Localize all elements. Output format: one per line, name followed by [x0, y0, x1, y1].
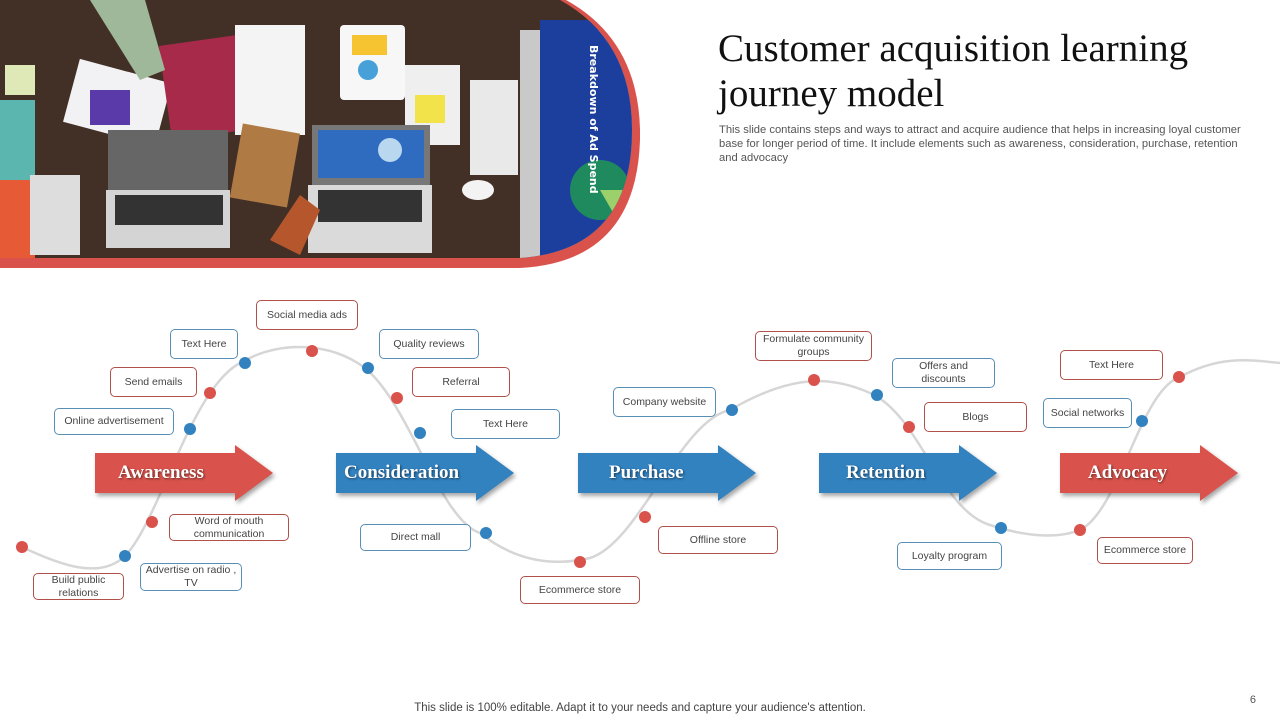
curve-dot-red: [574, 556, 586, 568]
monitor-text: Breakdown of Ad Spend: [587, 45, 600, 194]
stage-retention[interactable]: Retention: [819, 445, 999, 501]
label-company-website[interactable]: Company website: [613, 387, 716, 417]
curve-dot-red: [1173, 371, 1185, 383]
label-text-here-1[interactable]: Text Here: [170, 329, 238, 359]
stage-label: Advocacy: [1088, 462, 1168, 483]
label-loyalty-program[interactable]: Loyalty program: [897, 542, 1002, 570]
curve-dot-blue: [184, 423, 196, 435]
label-ecommerce-store-1[interactable]: Ecommerce store: [520, 576, 640, 604]
label-offers-and-discounts[interactable]: Offers and discounts: [892, 358, 995, 388]
curve-dot-blue: [480, 527, 492, 539]
curve-dot-blue: [726, 404, 738, 416]
label-build-public-relations[interactable]: Build public relations: [33, 573, 124, 600]
curve-dot-red: [204, 387, 216, 399]
journey-diagram: Awareness Consideration Purchase Retenti…: [0, 280, 1280, 620]
label-text-here-2[interactable]: Text Here: [451, 409, 560, 439]
stage-label: Retention: [846, 462, 926, 483]
curve-dot-blue: [362, 362, 374, 374]
stage-label: Purchase: [609, 462, 684, 483]
label-online-advertisement[interactable]: Online advertisement: [54, 408, 174, 435]
label-quality-reviews[interactable]: Quality reviews: [379, 329, 479, 359]
curve-dot-red: [639, 511, 651, 523]
curve-dot-blue: [414, 427, 426, 439]
page-subtitle: This slide contains steps and ways to at…: [719, 124, 1241, 164]
curve-dot-blue: [119, 550, 131, 562]
curve-dot-red: [808, 374, 820, 386]
curve-dot-red: [903, 421, 915, 433]
stage-advocacy[interactable]: Advocacy: [1060, 445, 1240, 501]
label-word-of-mouth[interactable]: Word of mouth communication: [169, 514, 289, 541]
label-ecommerce-store-2[interactable]: Ecommerce store: [1097, 537, 1193, 564]
label-formulate-community-groups[interactable]: Formulate community groups: [755, 331, 872, 361]
curve-dot-blue: [1136, 415, 1148, 427]
curve-line: [21, 345, 1280, 570]
label-blogs[interactable]: Blogs: [924, 402, 1027, 432]
curve-dot-red: [16, 541, 28, 553]
team-desk-photo: Breakdown of Ad Spend: [0, 0, 641, 268]
label-direct-mall[interactable]: Direct mall: [360, 524, 471, 551]
header-photo: Breakdown of Ad Spend: [0, 0, 641, 270]
label-advertise-radio-tv[interactable]: Advertise on radio , TV: [140, 563, 242, 591]
curve-dot-red: [306, 345, 318, 357]
label-text-here-3[interactable]: Text Here: [1060, 350, 1163, 380]
label-send-emails[interactable]: Send emails: [110, 367, 197, 397]
page-number: 6: [1249, 694, 1256, 706]
curve-dot-blue: [871, 389, 883, 401]
label-offline-store[interactable]: Offline store: [658, 526, 778, 554]
page-title: Customer acquisition learning journey mo…: [718, 27, 1189, 115]
label-social-media-ads[interactable]: Social media ads: [256, 300, 358, 330]
curve-dot-red: [1074, 524, 1086, 536]
stage-consideration[interactable]: Consideration: [336, 445, 516, 501]
stage-awareness[interactable]: Awareness: [95, 445, 275, 501]
journey-curve: [16, 345, 1280, 570]
stage-purchase[interactable]: Purchase: [578, 445, 758, 501]
footer-note: This slide is 100% editable. Adapt it to…: [414, 702, 866, 714]
curve-dot-red: [146, 516, 158, 528]
label-social-networks[interactable]: Social networks: [1043, 398, 1132, 428]
label-referral[interactable]: Referral: [412, 367, 510, 397]
stage-label: Awareness: [118, 462, 204, 483]
curve-dot-blue: [239, 357, 251, 369]
curve-dot-red: [391, 392, 403, 404]
curve-dot-blue: [995, 522, 1007, 534]
stage-label: Consideration: [344, 462, 460, 483]
